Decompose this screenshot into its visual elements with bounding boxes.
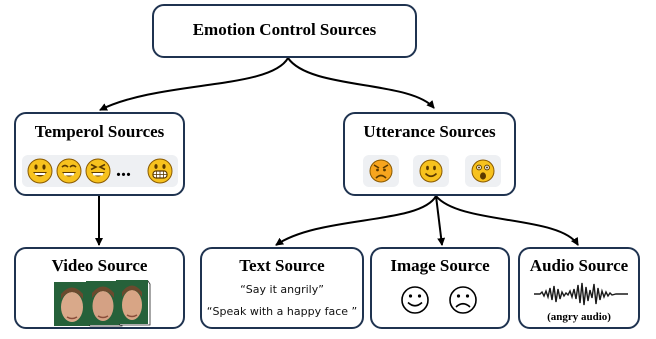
video-source-node: Video Source (14, 247, 185, 329)
frown-outline-icon (449, 286, 477, 314)
text-example-angry: “Say it angrily” (240, 283, 324, 296)
beaming-face-icon (56, 158, 82, 184)
angry-face-icon (369, 159, 393, 183)
smile-outline-icon (401, 286, 429, 314)
root-title: Emotion Control Sources (192, 20, 377, 39)
waveform-icon (534, 282, 628, 306)
text-title: Text Source (239, 256, 325, 275)
image-source-node: Image Source (370, 247, 510, 329)
temporal-sources-node: Temperol Sources ... (14, 112, 185, 196)
temporal-ellipsis: ... (116, 159, 131, 181)
smiling-face-icon (419, 159, 443, 183)
arrow-root-to-temporal (99, 57, 289, 111)
arrow-utterance-to-image (435, 195, 446, 246)
utterance-title: Utterance Sources (363, 122, 496, 141)
emotion-control-sources-node: Emotion Control Sources (152, 4, 417, 58)
text-source-node: Text Source “Say it angrily” “Speak with… (200, 247, 364, 329)
grimacing-face-icon (147, 158, 173, 184)
face-frames-icon (54, 280, 151, 327)
arrow-root-to-utterance (287, 57, 435, 109)
surprised-face-icon (471, 159, 495, 183)
audio-title: Audio Source (529, 256, 629, 275)
video-title: Video Source (51, 256, 148, 275)
audio-caption: (angry audio) (547, 311, 611, 323)
image-title: Image Source (390, 256, 490, 275)
text-example-happy: “Speak with a happy face ” (206, 305, 358, 318)
arrow-utterance-to-audio (435, 195, 579, 246)
squinting-face-icon (85, 158, 111, 184)
grinning-face-icon (27, 158, 53, 184)
utterance-sources-node: Utterance Sources (343, 112, 516, 196)
arrow-utterance-to-text (275, 195, 437, 246)
temporal-title: Temperol Sources (34, 122, 165, 141)
audio-source-node: Audio Source (angry audio) (518, 247, 640, 329)
